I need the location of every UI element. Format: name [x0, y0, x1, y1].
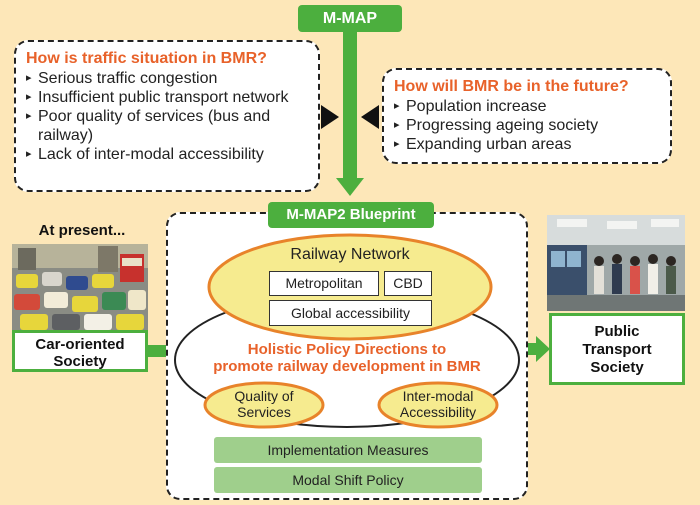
quality-ellipse: [203, 381, 325, 429]
right-arrow-head: [536, 336, 550, 362]
quality-line-1: Quality of: [234, 388, 294, 404]
future-trends-list: Population increase Progressing ageing s…: [394, 97, 660, 154]
policy-line-1: Holistic Policy Directions to: [247, 341, 447, 358]
intermodal-accessibility-label: Inter-modal Accessibility: [376, 388, 500, 420]
metropolitan-label: Metropolitan: [269, 271, 379, 296]
list-item: Lack of inter-modal accessibility: [26, 145, 308, 164]
list-item: Serious traffic congestion: [26, 69, 308, 88]
cbd-label: CBD: [384, 271, 432, 296]
traffic-situation-title: How is traffic situation in BMR?: [26, 50, 267, 67]
at-present-label: At present...: [38, 222, 126, 239]
future-bmr-box: How will BMR be in the future? Populatio…: [382, 68, 672, 164]
car-society-line-2: Society: [53, 353, 107, 370]
left-black-arrow: [321, 105, 339, 129]
intermodal-ellipse: [377, 381, 499, 429]
list-item: Poor quality of services (bus and railwa…: [26, 107, 308, 145]
modal-shift-policy-bar: Modal Shift Policy: [214, 467, 482, 493]
quality-of-services-label: Quality of Services: [202, 388, 326, 420]
traffic-situation-box: How is traffic situation in BMR? Serious…: [14, 40, 320, 192]
traffic-issues-list: Serious traffic congestion Insufficient …: [26, 69, 308, 164]
global-accessibility-label: Global accessibility: [269, 300, 432, 326]
intermodal-line-1: Inter-modal: [402, 388, 474, 404]
policy-directions-text: Holistic Policy Directions to promote ra…: [176, 341, 518, 375]
future-bmr-title: How will BMR be in the future?: [394, 78, 629, 95]
right-black-arrow: [361, 105, 379, 129]
list-item: Expanding urban areas: [394, 135, 660, 154]
train-station-photo: [547, 215, 685, 311]
car-oriented-society-box: Car-oriented Society: [12, 330, 148, 372]
list-item: Insufficient public transport network: [26, 88, 308, 107]
blueprint-title: M-MAP2 Blueprint: [268, 202, 434, 228]
quality-line-2: Services: [237, 404, 291, 420]
public-society-line-3: Society: [590, 359, 644, 376]
list-item: Population increase: [394, 97, 660, 116]
center-arrow-shaft: [343, 32, 357, 182]
implementation-measures-bar: Implementation Measures: [214, 437, 482, 463]
public-society-line-2: Transport: [582, 341, 652, 358]
car-society-line-1: Car-oriented: [35, 336, 125, 353]
mmap-title: M-MAP: [298, 5, 402, 32]
public-society-line-1: Public: [594, 323, 640, 340]
intermodal-line-2: Accessibility: [399, 404, 477, 420]
traffic-jam-photo: [12, 244, 148, 330]
railway-network-title: Railway Network: [290, 246, 410, 263]
policy-line-2: promote railway development in BMR: [213, 358, 481, 375]
list-item: Progressing ageing society: [394, 116, 660, 135]
center-arrow-head: [336, 178, 364, 196]
public-transport-society-box: Public Transport Society: [549, 313, 685, 385]
